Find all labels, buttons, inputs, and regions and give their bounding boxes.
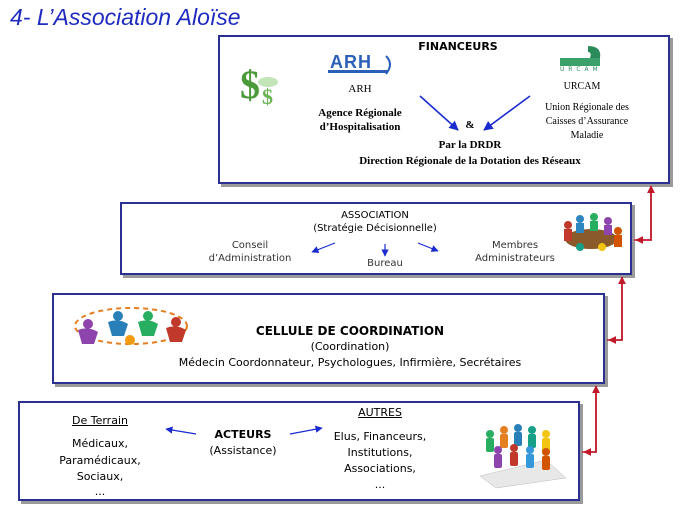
arh-full-name-2: d’Hospitalisation [319, 121, 401, 133]
terrain-item-3: Sociaux, [76, 470, 124, 483]
svg-text:$: $ [262, 84, 273, 109]
drdr-label: Par la DRDR [438, 139, 502, 151]
red-connector-3 [582, 385, 600, 456]
ampersand: & [465, 119, 475, 131]
meeting-people-icon [558, 207, 624, 255]
arrow-to-autres [289, 425, 323, 435]
urcam-full-name-1: Union Régionale des [545, 102, 629, 113]
red-connector-2 [607, 276, 626, 344]
drdr-full-name: Direction Régionale de la Dotation des R… [359, 155, 581, 167]
autres-item-1: Elus, Financeurs, [333, 430, 427, 443]
terrain-heading: De Terrain [72, 414, 128, 427]
page-title: 4- L’Association Aloïse [10, 4, 241, 30]
cellule-heading: CELLULE DE COORDINATION [255, 324, 445, 338]
arh-logo-text: ARH [330, 52, 372, 72]
arrow-arh-to-drdr [419, 95, 459, 131]
urcam-logo: U R C A M [558, 44, 606, 74]
terrain-item-1: Médicaux, [71, 437, 129, 450]
arrow-to-terrain [165, 426, 197, 435]
conseil-label-1: Conseil [231, 240, 269, 251]
red-connector-1 [634, 185, 655, 244]
coordination-figures-icon [68, 300, 194, 354]
urcam-full-name-2: Caisses d’Assurance [545, 116, 629, 127]
acteurs-heading: ACTEURS [214, 428, 272, 441]
urcam-full-name-3: Maladie [570, 130, 604, 141]
terrain-item-2: Paramédicaux, [59, 454, 141, 467]
membres-label-2: Administrateurs [475, 253, 555, 264]
people-group-icon [476, 420, 568, 489]
autres-item-2: Institutions, [347, 446, 413, 459]
arrow-to-conseil [311, 242, 336, 253]
autres-item-4: ... [374, 478, 386, 491]
cellule-subheading: (Coordination) [310, 340, 390, 353]
arh-name: ARH [348, 83, 372, 95]
arrow-to-membres [417, 242, 439, 252]
bureau-label: Bureau [367, 258, 403, 269]
membres-label-1: Membres [491, 240, 539, 251]
conseil-label-2: d’Administration [208, 253, 292, 264]
autres-item-3: Associations, [344, 462, 416, 475]
arh-full-name-1: Agence Régionale [318, 107, 402, 119]
arrow-urcam-to-drdr [483, 95, 531, 131]
association-subheading: (Stratégie Décisionnelle) [313, 223, 437, 234]
urcam-logo-text: U R C A M [560, 66, 599, 73]
cellule-members: Médecin Coordonnateur, Psychologues, Inf… [178, 356, 522, 369]
acteurs-subheading: (Assistance) [209, 444, 277, 457]
money-icon: $ $ [238, 60, 284, 109]
urcam-name: URCAM [563, 81, 601, 92]
association-box [120, 202, 632, 275]
association-heading: ASSOCIATION [341, 210, 409, 221]
autres-heading: AUTRES [358, 406, 402, 419]
financeurs-heading: FINANCEURS [418, 40, 498, 53]
terrain-item-4: ... [94, 485, 106, 498]
arh-logo: ARH [328, 52, 394, 78]
svg-text:$: $ [240, 62, 260, 107]
